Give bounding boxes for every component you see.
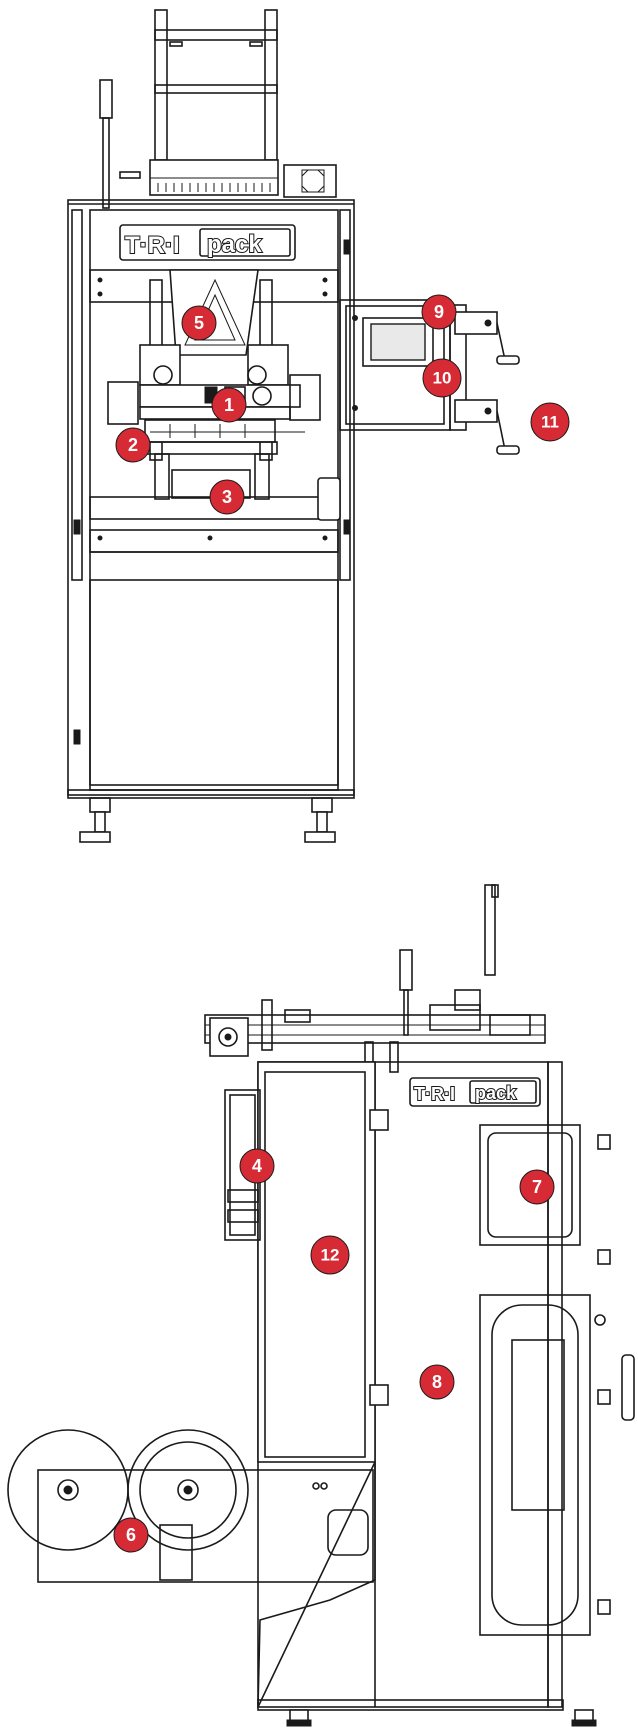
side-top-rails (204, 884, 546, 1073)
brand-pack-side: pack (475, 1083, 517, 1103)
callout-6: 6 (113, 1517, 149, 1553)
brand-tri-side: T·R·I (414, 1084, 455, 1104)
brand-tri-front: T·R·I (125, 232, 180, 259)
front-logo-panel: T·R·I pack (119, 224, 296, 261)
svg-text:2: 2 (128, 435, 138, 455)
top-frame (99, 9, 337, 209)
svg-text:1: 1 (224, 395, 234, 415)
side-view: T·R·I pack (7, 884, 635, 1727)
film-reel-assembly (7, 1429, 374, 1583)
callout-9: 9 (421, 294, 457, 330)
svg-text:10: 10 (433, 369, 452, 388)
brand-pack-front: pack (207, 231, 262, 258)
callout-3: 3 (209, 479, 245, 515)
callout-1: 1 (211, 387, 247, 423)
callout-7: 7 (519, 1169, 555, 1205)
svg-text:12: 12 (321, 1246, 340, 1265)
svg-text:5: 5 (194, 313, 204, 333)
svg-text:9: 9 (434, 302, 444, 322)
front-view: T·R·I pack (67, 9, 520, 843)
callout-4: 4 (239, 1148, 275, 1184)
svg-text:8: 8 (432, 1372, 442, 1392)
svg-text:6: 6 (126, 1525, 136, 1545)
svg-text:11: 11 (541, 413, 559, 432)
svg-text:3: 3 (222, 487, 232, 507)
callout-10: 10 (422, 358, 462, 398)
svg-text:4: 4 (252, 1156, 262, 1176)
callout-11: 11 (530, 402, 570, 442)
hopper-teeth (157, 183, 271, 192)
callout-8: 8 (419, 1364, 455, 1400)
callout-12: 12 (310, 1235, 350, 1275)
forming-assembly (107, 269, 341, 521)
callout-2: 2 (115, 427, 151, 463)
hmi-panel (339, 299, 520, 455)
svg-text:7: 7 (532, 1177, 542, 1197)
side-cabinet: T·R·I pack (224, 1061, 635, 1727)
callout-5: 5 (181, 305, 217, 341)
